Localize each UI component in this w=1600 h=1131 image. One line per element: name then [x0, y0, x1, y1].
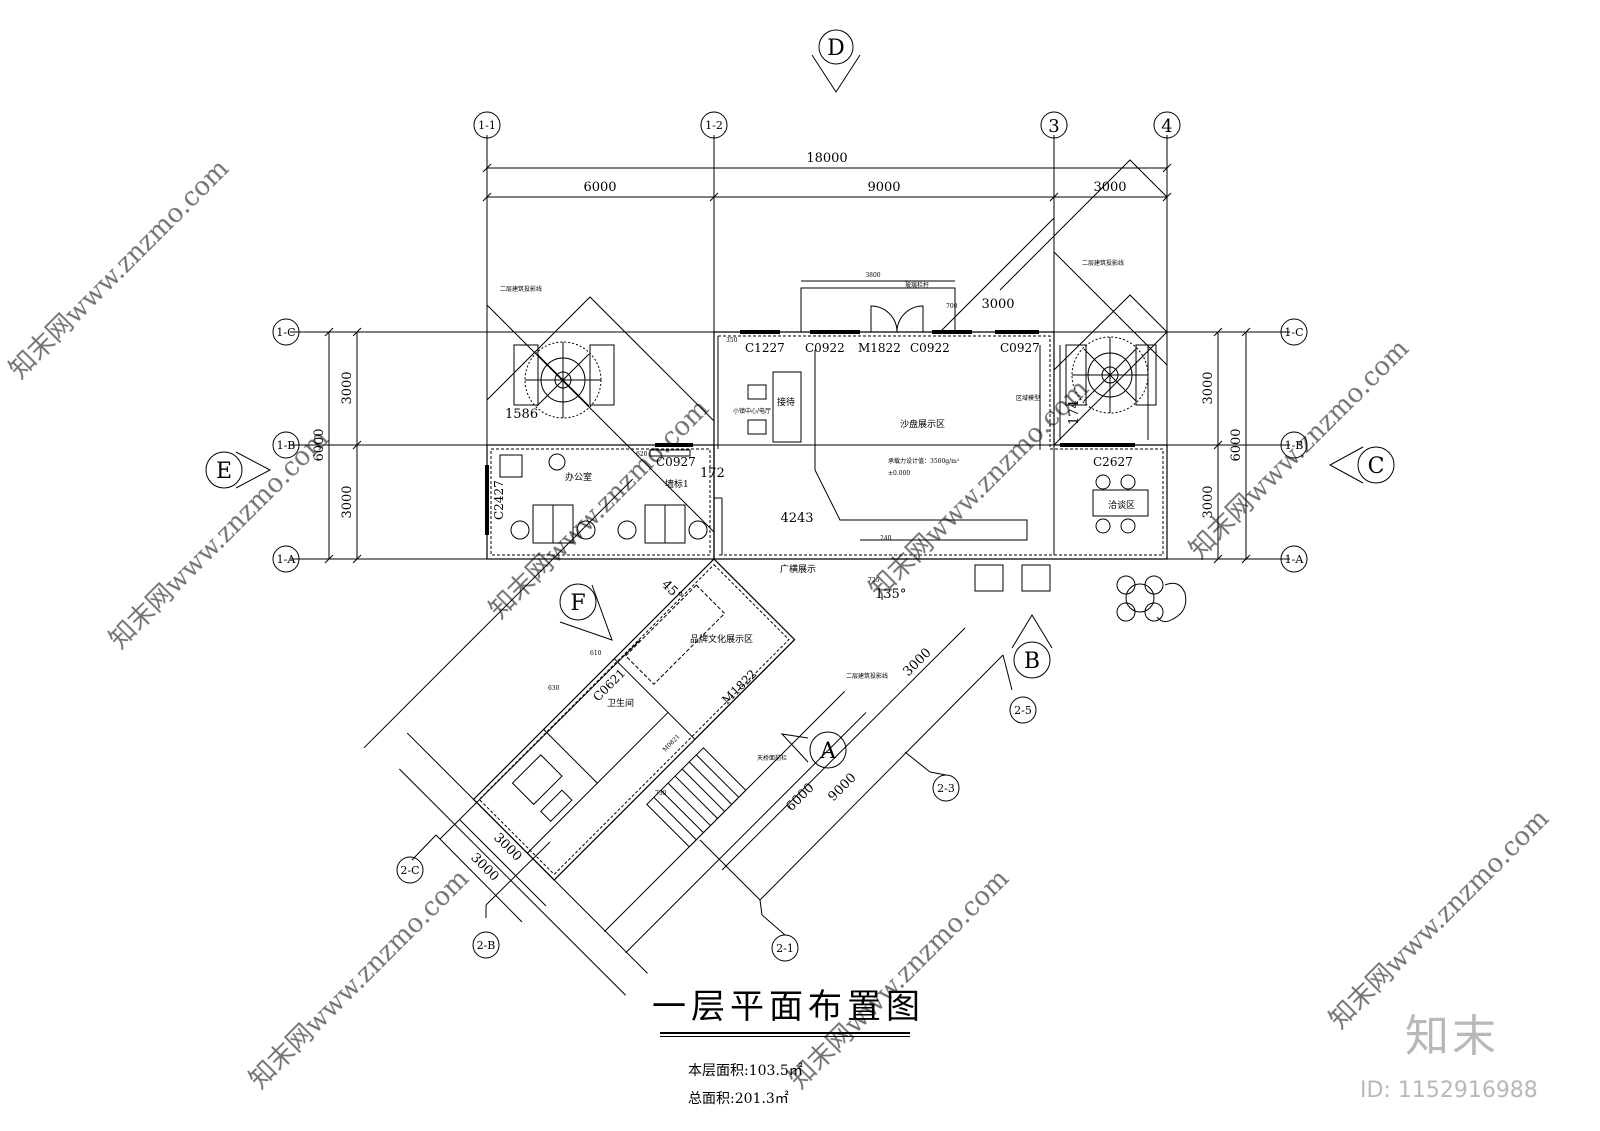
watermark-site-4: 知末网www.znzmo.com — [864, 374, 1095, 605]
watermark-site-1: 知末网www.znzmo.com — [4, 154, 235, 385]
room-negotiation: 洽谈区 — [1108, 499, 1135, 511]
dim-right-top: 3000 — [1201, 371, 1216, 404]
room-toilet: 卫生间 — [607, 697, 634, 709]
view-marker-d: D — [827, 36, 845, 61]
grid-label-right-b: 1-B — [1285, 439, 1304, 452]
window-c0922-b: C0922 — [910, 341, 950, 355]
view-marker-e: E — [216, 459, 232, 484]
angle-135: 135° — [875, 587, 906, 602]
dim-wing-a: 3000 — [901, 646, 935, 680]
room-sand-table: 沙盘展示区 — [900, 418, 945, 430]
dim-misc-172: 172 — [700, 466, 725, 481]
view-marker-f: F — [570, 591, 585, 616]
dim-wing-c: 9000 — [826, 771, 860, 805]
window-c1227: C1227 — [745, 341, 785, 355]
drawing-title: 一层平面布置图 — [652, 987, 925, 1027]
watermark-brand: 知末 — [1405, 1011, 1499, 1062]
grid-label-left-c: 1-C — [276, 326, 295, 339]
window-c0922-a: C0922 — [805, 341, 845, 355]
dim-misc-700: 700 — [946, 303, 958, 310]
dim-misc-240: 240 — [880, 535, 892, 542]
dim-overall: 18000 — [806, 151, 847, 166]
watermark-id: ID: 1152916988 — [1360, 1078, 1538, 1103]
grid-label-diag-23: 2-3 — [937, 782, 955, 795]
grid-label-left-a: 1-A — [277, 553, 297, 566]
reception-sign: 小镇中心/电厅 — [733, 407, 771, 415]
level-note: ±0.000 — [888, 470, 910, 477]
stair-note: 天桥面前栏 — [757, 754, 787, 762]
window-c0927-b: C0927 — [656, 455, 696, 469]
grid-label-diag-2c: 2-C — [400, 864, 419, 877]
glass-railing: 玻璃栏杆 — [905, 281, 929, 289]
dim-left-outer: 6000 — [312, 428, 327, 461]
grid-label-diag-25: 2-5 — [1014, 704, 1032, 717]
watermark-site-6: 知末网www.znzmo.com — [244, 864, 475, 1095]
grid-label-left-b: 1-B — [277, 439, 296, 452]
grid-label-top-2: 1-2 — [705, 119, 723, 132]
dim-right-outer: 6000 — [1229, 428, 1244, 461]
view-marker-c: C — [1368, 454, 1385, 479]
dim-diag: 4243 — [780, 511, 813, 526]
floor-area: 本层面积:103.5㎡ — [688, 1063, 803, 1079]
dim-top-2: 9000 — [867, 180, 900, 195]
grid-label-top-4: 4 — [1161, 116, 1172, 137]
door-m1822-b: M1822 — [719, 667, 759, 707]
dim-left-top: 3000 — [340, 371, 355, 404]
dim-wing-b: 6000 — [784, 781, 818, 815]
grid-label-top-3: 3 — [1048, 116, 1059, 137]
grid-label-diag-21: 2-1 — [776, 942, 794, 955]
room-reception: 接待 — [777, 396, 795, 408]
projection-right: 二层建筑投影线 — [1082, 259, 1124, 267]
grid-label-right-c: 1-C — [1284, 326, 1303, 339]
dim-misc-350: 350 — [726, 337, 738, 344]
total-area: 总面积:201.3㎡ — [688, 1091, 789, 1107]
dim-entry: 3000 — [981, 297, 1014, 312]
dim-misc-620: 620 — [636, 451, 648, 458]
dim-misc-610: 610 — [590, 650, 602, 657]
zone-model: 区域模型 — [1016, 394, 1040, 402]
dim-wing-e: 3000 — [467, 851, 501, 885]
view-marker-a: A — [819, 739, 837, 764]
dim-top-3: 3000 — [1093, 180, 1126, 195]
watermark-site-7: 知末网www.znzmo.com — [784, 864, 1015, 1095]
room-brand-culture: 品牌文化展示区 — [690, 633, 753, 645]
dim-misc-1586: 1586 — [505, 407, 538, 422]
projection-left: 二层建筑投影线 — [500, 285, 542, 293]
window-c2627: C2627 — [1093, 455, 1133, 469]
dim-misc-630: 630 — [548, 685, 560, 692]
dim-left-bottom: 3000 — [340, 485, 355, 518]
window-c0927-a: C0927 — [1000, 341, 1040, 355]
dim-right-bottom: 3000 — [1201, 485, 1216, 518]
grid-label-diag-2b: 2-B — [477, 939, 496, 952]
grid-label-top-1: 1-1 — [478, 119, 496, 132]
dim-misc-725: 725 — [868, 577, 880, 584]
wall-label: 墙标1 — [665, 478, 689, 490]
drawing-title-block: 一层平面布置图 — [652, 985, 932, 1029]
dim-misc-730: 730 — [655, 790, 667, 797]
title-underline — [660, 1032, 910, 1034]
title-underline-thin — [660, 1036, 910, 1037]
room-display: 广横展示 — [780, 563, 816, 575]
view-marker-b: B — [1024, 649, 1040, 674]
dim-misc-174: 174 — [1067, 400, 1082, 425]
grid-label-right-a: 1-A — [1285, 553, 1305, 566]
dim-top-1: 6000 — [583, 180, 616, 195]
dim-small-top: 3800 — [865, 272, 880, 279]
projection-bottom: 二层建筑投影线 — [846, 672, 888, 680]
dim-wing-d: 3000 — [490, 831, 524, 865]
load-note: 承载力设计值：3500g/m² — [888, 457, 960, 465]
door-m1822-a: M1822 — [858, 341, 901, 355]
room-office: 办公室 — [565, 471, 592, 483]
window-c2427: C2427 — [492, 480, 506, 520]
